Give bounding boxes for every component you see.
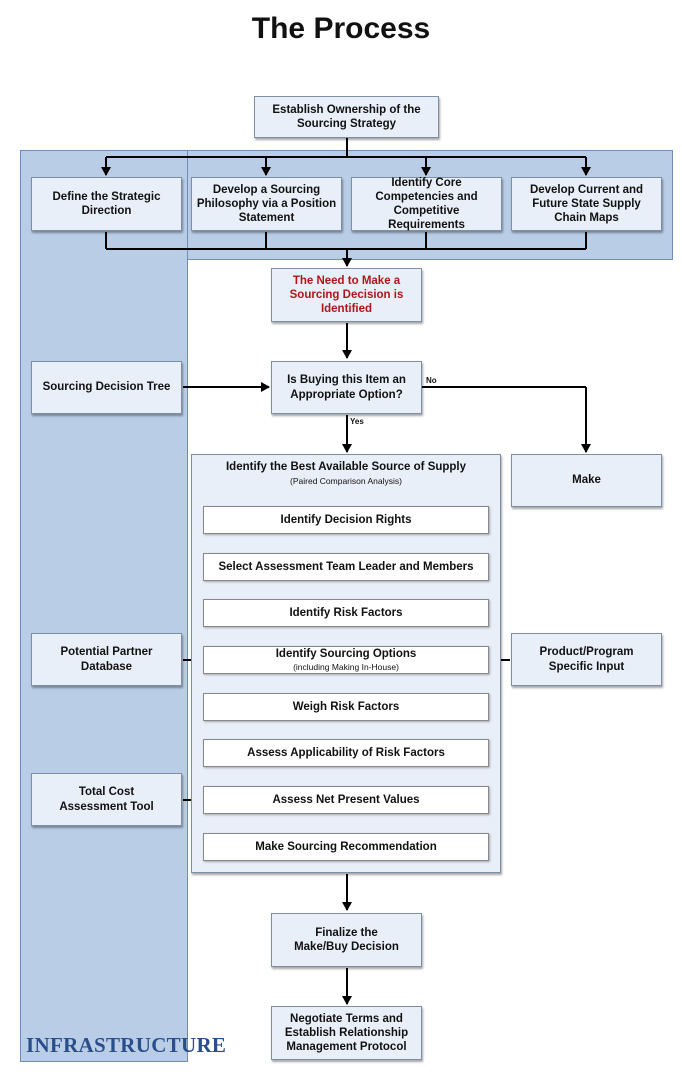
step-weigh-risk-factors: Weigh Risk Factors — [203, 693, 489, 721]
step-label: Identify Sourcing Options — [275, 648, 417, 661]
step-assess-applicability: Assess Applicability of Risk Factors — [203, 739, 489, 767]
page-title: The Process — [251, 12, 431, 45]
finalize-decision-box: Finalize the Make/Buy Decision — [271, 913, 422, 967]
step-label: Assess Net Present Values — [272, 793, 420, 806]
yes-label: Yes — [350, 417, 364, 426]
best-source-group-title: Identify the Best Available Source of Su… — [225, 461, 467, 473]
total-cost-tool-box: Total Cost Assessment Tool — [31, 773, 182, 826]
no-label: No — [426, 376, 437, 385]
best-source-group-subtitle: (Paired Comparison Analysis) — [290, 476, 402, 486]
infrastructure-band-left — [20, 150, 188, 1062]
step-label: Identify Risk Factors — [289, 606, 403, 619]
need-identified-box: The Need to Make a Sourcing Decision is … — [271, 268, 422, 322]
sourcing-philosophy-box: Develop a Sourcing Philosophy via a Posi… — [191, 177, 342, 231]
step-label: Identify Decision Rights — [280, 513, 412, 526]
partner-database-box: Potential Partner Database — [31, 633, 182, 686]
step-select-assessment-team: Select Assessment Team Leader and Member… — [203, 553, 489, 581]
step-identify-risk-factors: Identify Risk Factors — [203, 599, 489, 627]
step-identify-sourcing-options: Identify Sourcing Options (including Mak… — [203, 646, 489, 674]
step-label: Assess Applicability of Risk Factors — [247, 746, 445, 759]
strategic-direction-box: Define the Strategic Direction — [31, 177, 182, 231]
step-label: Make Sourcing Recommendation — [255, 840, 437, 853]
ownership-box: Establish Ownership of the Sourcing Stra… — [254, 96, 439, 138]
supply-chain-maps-box: Develop Current and Future State Supply … — [511, 177, 662, 231]
sourcing-decision-tree-box: Sourcing Decision Tree — [31, 361, 182, 414]
step-label: Select Assessment Team Leader and Member… — [218, 560, 474, 573]
negotiate-terms-box: Negotiate Terms and Establish Relationsh… — [271, 1006, 422, 1060]
step-identify-decision-rights: Identify Decision Rights — [203, 506, 489, 534]
step-assess-npv: Assess Net Present Values — [203, 786, 489, 814]
step-sublabel: (including Making In-House) — [293, 662, 399, 673]
step-make-sourcing-recommendation: Make Sourcing Recommendation — [203, 833, 489, 861]
core-competencies-box: Identify Core Competencies and Competiti… — [351, 177, 502, 231]
infrastructure-label: INFRASTRUCTURE — [26, 1033, 227, 1057]
step-label: Weigh Risk Factors — [292, 700, 400, 713]
product-program-input-box: Product/Program Specific Input — [511, 633, 662, 686]
buying-decision-box: Is Buying this Item an Appropriate Optio… — [271, 361, 422, 414]
make-box: Make — [511, 454, 662, 507]
